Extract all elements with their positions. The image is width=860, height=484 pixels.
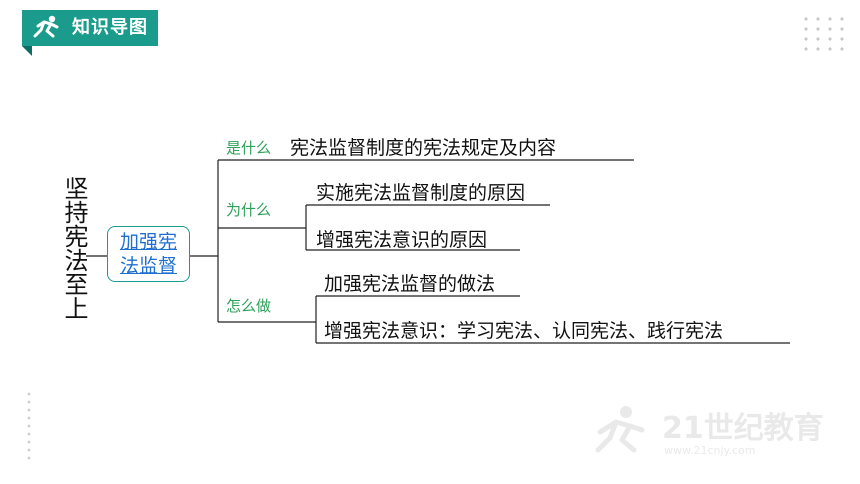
decorative-dot-grid	[800, 14, 846, 56]
header-accent	[22, 46, 32, 56]
center-node-label[interactable]: 加强宪法监督	[119, 231, 177, 277]
decorative-dot-column	[26, 390, 32, 460]
svg-text:21世纪教育: 21世纪教育	[662, 411, 824, 446]
leaf-how-1: 加强宪法监督的做法	[324, 273, 496, 295]
svg-text:www.21cnjy.com: www.21cnjy.com	[664, 444, 755, 457]
leaf-how-2: 增强宪法意识：学习宪法、认同宪法、践行宪法	[324, 320, 724, 342]
leaf-why-1: 实施宪法监督制度的原因	[316, 182, 526, 204]
watermark-logo: 21世纪教育 www.21cnjy.com	[595, 406, 824, 457]
leaf-what-1: 宪法监督制度的宪法规定及内容	[290, 137, 557, 159]
leaf-why-2: 增强宪法意识的原因	[316, 229, 488, 251]
branch-label-what: 是什么	[226, 139, 272, 157]
runner-icon	[33, 15, 59, 38]
branch-label-how: 怎么做	[226, 297, 272, 315]
header-bar	[22, 10, 158, 46]
header-title: 知识导图	[72, 17, 148, 38]
root-title: 坚持宪法至上	[60, 176, 88, 320]
center-node: 加强宪法监督	[107, 226, 190, 282]
branch-label-why: 为什么	[226, 201, 272, 219]
